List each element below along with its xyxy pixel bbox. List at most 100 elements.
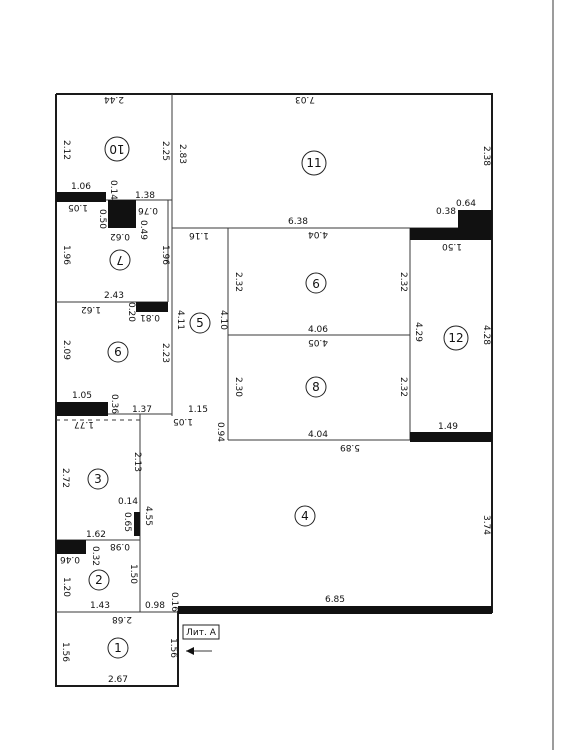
- room-number-6: 6: [114, 345, 122, 359]
- room-number-4: 4: [301, 509, 309, 523]
- dim-label: 7.03: [295, 94, 315, 104]
- dim-label: 4.28: [481, 325, 491, 345]
- dim-label: 2.83: [177, 144, 187, 164]
- dim-label: 0.14: [108, 180, 118, 200]
- dim-label: 1.15: [188, 405, 208, 415]
- dim-label: 2.32: [398, 377, 408, 397]
- dim-label: 1.37: [132, 405, 152, 415]
- room-number-12: 12: [448, 331, 463, 345]
- dim-label: 4.55: [143, 506, 153, 526]
- dim-label: 0.14: [118, 497, 138, 507]
- dim-label: 0.98: [110, 541, 130, 551]
- dim-label: 2.67: [108, 675, 128, 685]
- room-number-9: 9: [312, 276, 320, 290]
- dim-label: 2.09: [61, 340, 71, 360]
- room-3: 3: [87, 468, 109, 490]
- dim-label: 1.16: [189, 230, 209, 240]
- room-number-8: 8: [312, 380, 320, 394]
- dim-label: 1.62: [86, 530, 106, 540]
- dim-label: 6.38: [288, 217, 308, 227]
- dim-label: 0.38: [436, 207, 456, 217]
- dim-label: 4.06: [308, 325, 328, 335]
- room-2: 2: [88, 569, 110, 591]
- dim-label: 2.13: [132, 452, 142, 472]
- dim-label: 1.49: [438, 422, 458, 432]
- dim-label: 0.81: [140, 312, 160, 322]
- dim-label: 1.05: [68, 202, 88, 212]
- room-number-3: 3: [94, 472, 102, 486]
- dim-label: 0.20: [126, 302, 136, 322]
- dim-label: 0.46: [60, 554, 80, 564]
- entrance-marker: Лит. А: [182, 624, 220, 655]
- dim-label: 2.30: [233, 377, 243, 397]
- dim-label: 1.77: [74, 419, 94, 429]
- dim-label: 1.05: [173, 416, 193, 426]
- room-12: 12: [443, 325, 469, 351]
- dim-label: 4.29: [413, 322, 423, 342]
- dim-label: 0.32: [90, 546, 100, 566]
- dim-label: 4.04: [308, 229, 328, 239]
- room-11: 11: [301, 150, 327, 176]
- dim-label: 1.62: [81, 304, 101, 314]
- dim-label: 1.50: [128, 564, 138, 584]
- room-1: 1: [107, 637, 129, 659]
- dim-label: 2.43: [104, 291, 124, 301]
- room-number-7: 7: [116, 253, 124, 267]
- dim-label: 2.72: [60, 468, 70, 488]
- dim-label: 3.74: [481, 515, 491, 535]
- entrance-stamp: Лит. А: [186, 628, 217, 638]
- dim-label: 4.04: [308, 430, 328, 440]
- dim-label: 1.56: [60, 642, 70, 662]
- dim-label: 6.85: [325, 595, 345, 605]
- dim-label: 1.56: [168, 638, 178, 658]
- dim-label: 0.50: [97, 209, 107, 229]
- dim-label: 2.23: [160, 343, 170, 363]
- dim-label: 0.49: [138, 220, 148, 240]
- dim-label: 1.05: [72, 391, 92, 401]
- room-circles: 1 2 3 4 5 6 7 8: [87, 136, 469, 659]
- dim-label: 0.76: [138, 205, 158, 215]
- room-9: 9: [305, 272, 327, 294]
- dim-label: 0.98: [145, 601, 165, 611]
- room-7: 7: [109, 249, 131, 271]
- room-number-2: 2: [95, 573, 103, 587]
- room-number-5: 5: [196, 316, 204, 330]
- dim-label: 2.68: [112, 614, 132, 624]
- outer-walls: [55, 93, 493, 687]
- dim-label: 2.32: [398, 272, 408, 292]
- dim-label: 4.11: [175, 310, 185, 330]
- room-6: 6: [107, 341, 129, 363]
- dim-label: 1.38: [135, 191, 155, 201]
- dim-label: 4.10: [218, 310, 228, 330]
- dim-label: 1.06: [71, 182, 91, 192]
- dim-label: 1.20: [61, 577, 71, 597]
- dim-label: 0.65: [122, 512, 132, 532]
- dim-label: 2.32: [233, 272, 243, 292]
- room-number-10: 10: [109, 142, 124, 156]
- dim-label: 1.43: [90, 601, 110, 611]
- dimension-labels: 2.44 7.03 2.12 2.25 2.83 2.38 1.06 0.14 …: [60, 94, 491, 685]
- dim-label: 0.16: [169, 592, 179, 612]
- room-4: 4: [294, 505, 316, 527]
- dim-label: 2.44: [104, 94, 124, 104]
- room-5: 5: [189, 312, 211, 334]
- dim-label: 0.64: [456, 199, 476, 209]
- dim-label: 0.62: [110, 231, 130, 241]
- solid-blocks: [56, 192, 492, 614]
- dim-label: 5.89: [340, 442, 360, 452]
- dim-label: 4.05: [308, 337, 328, 347]
- room-number-11: 11: [306, 156, 321, 170]
- dim-label: 2.12: [61, 140, 71, 160]
- dim-label: 2.38: [481, 146, 491, 166]
- room-8: 8: [305, 376, 327, 398]
- entrance-arrow-icon: [186, 647, 194, 655]
- room-10: 10: [104, 136, 130, 162]
- room-number-1: 1: [114, 641, 122, 655]
- dim-label: 0.36: [109, 394, 119, 414]
- dim-label: 2.25: [160, 141, 170, 161]
- dim-label: 1.50: [442, 241, 462, 251]
- dim-label: 1.96: [61, 245, 71, 265]
- dim-label: 0.94: [215, 422, 225, 442]
- dim-label: 1.96: [160, 245, 170, 265]
